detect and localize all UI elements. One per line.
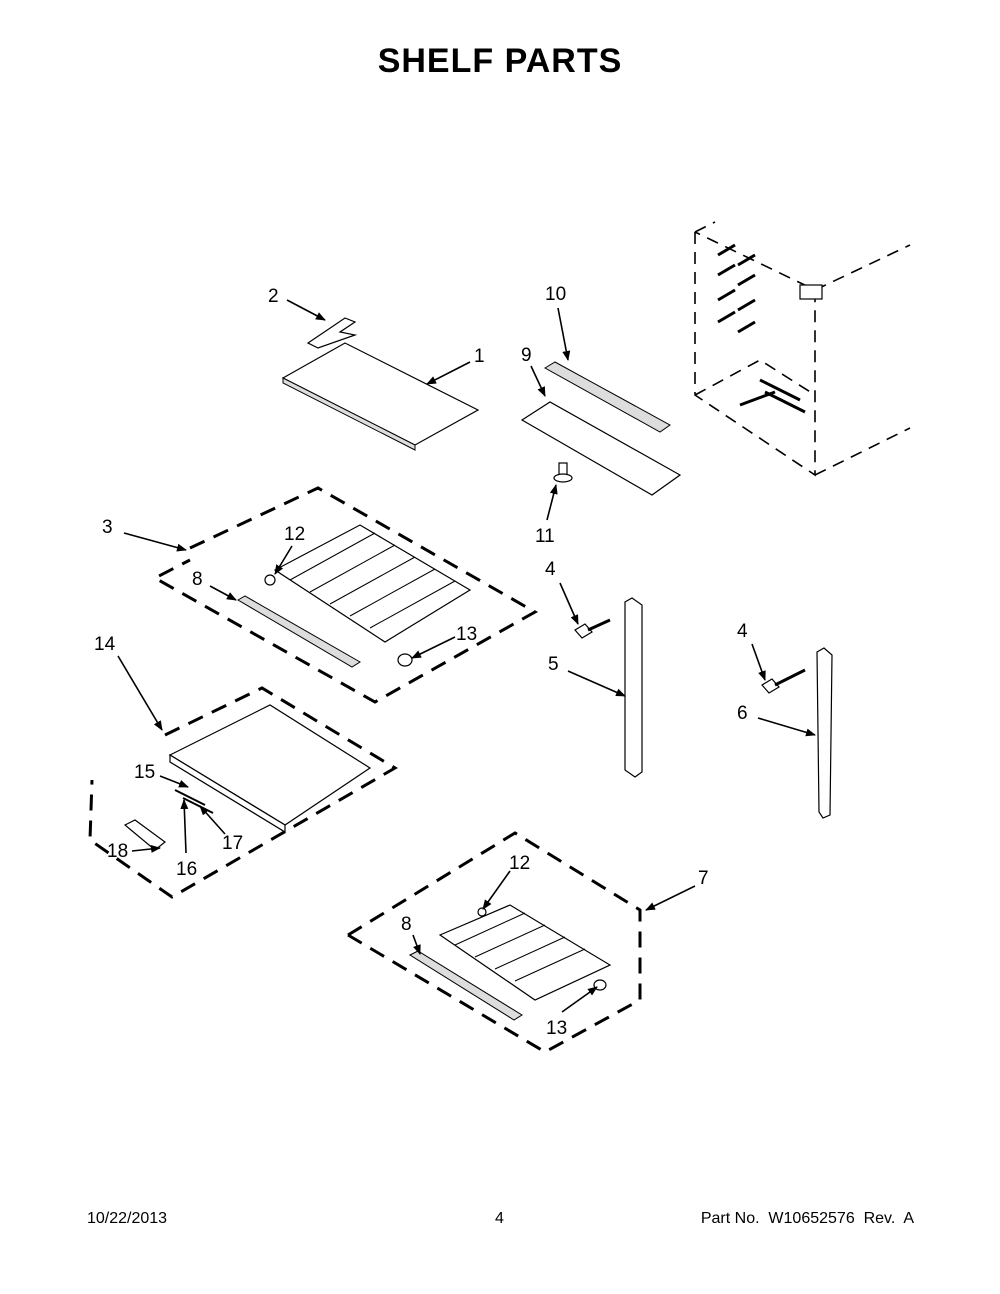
part-1-glass-shelf	[281, 342, 480, 451]
callout-9: 9	[521, 345, 532, 366]
callout-13b: 13	[546, 1018, 567, 1039]
part-15-wire	[174, 789, 206, 806]
callout-6: 6	[737, 703, 748, 724]
callout-8a: 8	[192, 569, 203, 590]
callout-4b: 4	[737, 621, 748, 642]
leader-lines	[117, 299, 816, 1013]
page-title: SHELF PARTS	[377, 42, 623, 80]
footer-page-number: 4	[495, 1210, 504, 1227]
callout-16: 16	[176, 859, 197, 880]
part-11-screw	[553, 462, 573, 483]
callout-2: 2	[268, 286, 279, 307]
callout-11: 11	[535, 526, 555, 547]
footer-part-number: Part No. W10652576 Rev. A	[700, 1210, 914, 1227]
part-8-trim	[237, 595, 361, 668]
part-10-trim	[544, 361, 671, 433]
callout-3: 3	[102, 517, 113, 538]
callout-15: 15	[134, 762, 155, 783]
callout-5: 5	[548, 654, 559, 675]
part-2-bracket	[306, 317, 358, 349]
callout-8b: 8	[401, 914, 412, 935]
callout-17: 17	[222, 833, 243, 854]
callout-10: 10	[545, 284, 566, 305]
part-12-bumper-b	[477, 907, 487, 917]
part-9-plate	[520, 401, 682, 496]
group-14-outline	[88, 686, 398, 899]
part-6-rail	[816, 647, 833, 819]
callout-12a: 12	[284, 524, 305, 545]
part-12-bumper	[264, 574, 276, 586]
part-5-rail	[624, 597, 643, 778]
callout-13a: 13	[456, 624, 477, 645]
callout-14: 14	[94, 634, 116, 655]
part-7-shelf-frame	[438, 904, 612, 1001]
callout-1: 1	[474, 346, 485, 367]
group-3-outline	[151, 486, 539, 704]
part-3-shelf-frame	[273, 524, 472, 643]
callout-18: 18	[107, 841, 128, 862]
part-17-wire	[182, 797, 214, 814]
part-4-screw-b	[761, 668, 806, 694]
callout-12b: 12	[509, 853, 530, 874]
part-4-screw	[574, 618, 611, 639]
callout-7: 7	[698, 868, 709, 889]
part-18-switch	[123, 819, 166, 851]
callout-4a: 4	[545, 559, 556, 580]
footer-date: 10/22/2013	[87, 1210, 168, 1227]
group-7-outline	[347, 831, 642, 1054]
part-14-shelf-assembly	[168, 704, 372, 834]
cabinet-outline	[694, 221, 911, 477]
part-13-roller	[397, 653, 413, 667]
